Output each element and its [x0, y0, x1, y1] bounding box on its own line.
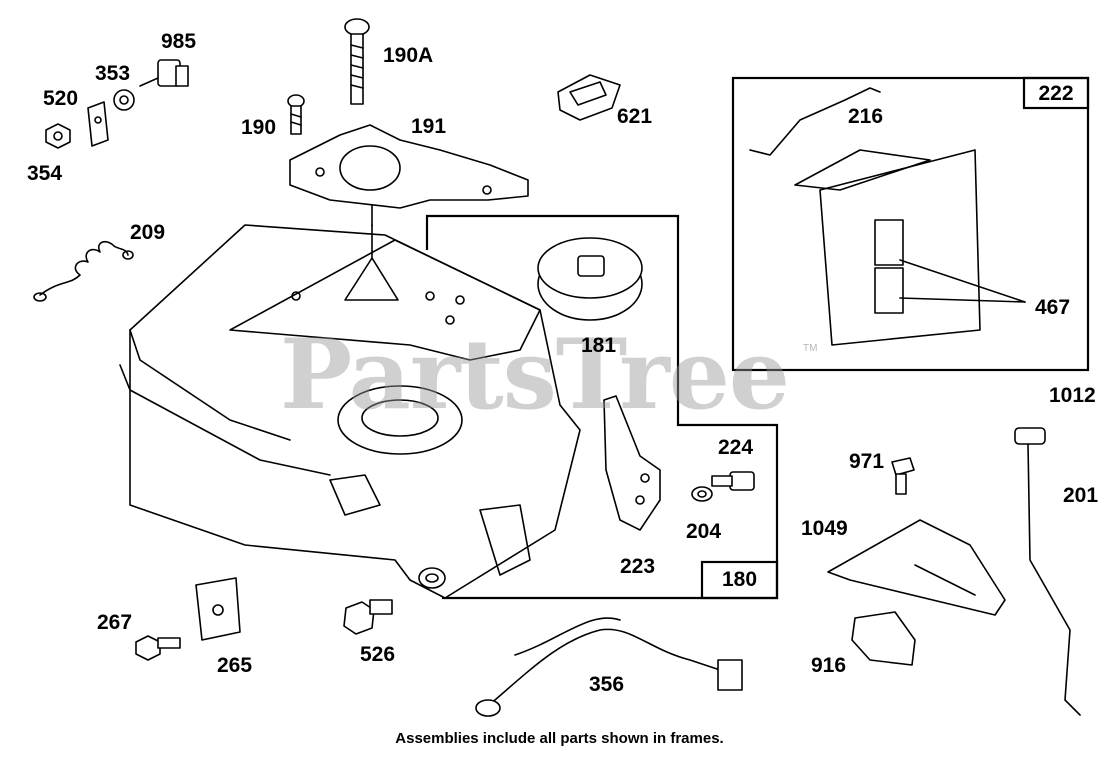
callout-354: 354 — [27, 162, 63, 185]
callout-526: 526 — [360, 643, 396, 666]
retainer-clip-part — [195, 577, 241, 641]
callout-224: 224 — [718, 436, 754, 459]
callout-181: 181 — [581, 334, 617, 357]
callout-267: 267 — [97, 611, 133, 634]
ground-wire-part — [475, 617, 743, 717]
callout-916: 916 — [811, 654, 847, 677]
hex-bolt-part — [135, 635, 181, 661]
callout-520: 520 — [43, 87, 79, 110]
bolt-part — [711, 471, 755, 491]
trademark-mark: TM — [803, 343, 818, 354]
mounting-plate-part — [289, 124, 529, 209]
clip-part — [557, 74, 621, 121]
callout-201: 201 — [1063, 484, 1099, 507]
stop-switch-hardware — [45, 59, 189, 149]
frame-222-box — [731, 76, 1090, 372]
throttle-rod-part — [1014, 427, 1081, 716]
callout-353: 353 — [95, 62, 131, 85]
callout-223: 223 — [620, 555, 656, 578]
callout-216: 216 — [848, 105, 884, 128]
frame-180-box — [425, 214, 779, 600]
control-plate-part — [827, 519, 1006, 616]
callout-190: 190 — [241, 116, 277, 139]
watermark-text: PartsTree — [280, 318, 790, 431]
callout-265: 265 — [217, 654, 253, 677]
assemblies-footnote: Assemblies include all parts shown in fr… — [395, 730, 724, 747]
switch-part — [851, 611, 916, 666]
long-screw-part — [344, 18, 370, 105]
callout-209: 209 — [130, 221, 166, 244]
fuel-tank — [119, 224, 581, 599]
small-screw-part — [891, 457, 915, 495]
frame-180-number: 180 — [721, 568, 758, 591]
callout-621: 621 — [617, 105, 653, 128]
callout-204: 204 — [686, 520, 722, 543]
bracket-part — [603, 395, 661, 531]
fuel-cap-part — [537, 237, 643, 321]
link-rod-part — [749, 87, 881, 156]
switch-assembly-part — [794, 149, 1026, 346]
governor-spring-part — [33, 240, 134, 302]
callout-1012: 1012 — [1049, 384, 1096, 407]
callout-467: 467 — [1035, 296, 1071, 319]
callout-190a: 190A — [383, 44, 434, 67]
callout-985: 985 — [161, 30, 197, 53]
tapping-screw-part — [343, 599, 393, 635]
callout-1049: 1049 — [801, 517, 848, 540]
washer-part — [691, 486, 713, 502]
short-screw-part — [287, 94, 305, 135]
frame-222-number: 222 — [1038, 82, 1074, 105]
callout-356: 356 — [589, 673, 625, 696]
callout-971: 971 — [849, 450, 885, 473]
callout-191: 191 — [411, 115, 447, 138]
